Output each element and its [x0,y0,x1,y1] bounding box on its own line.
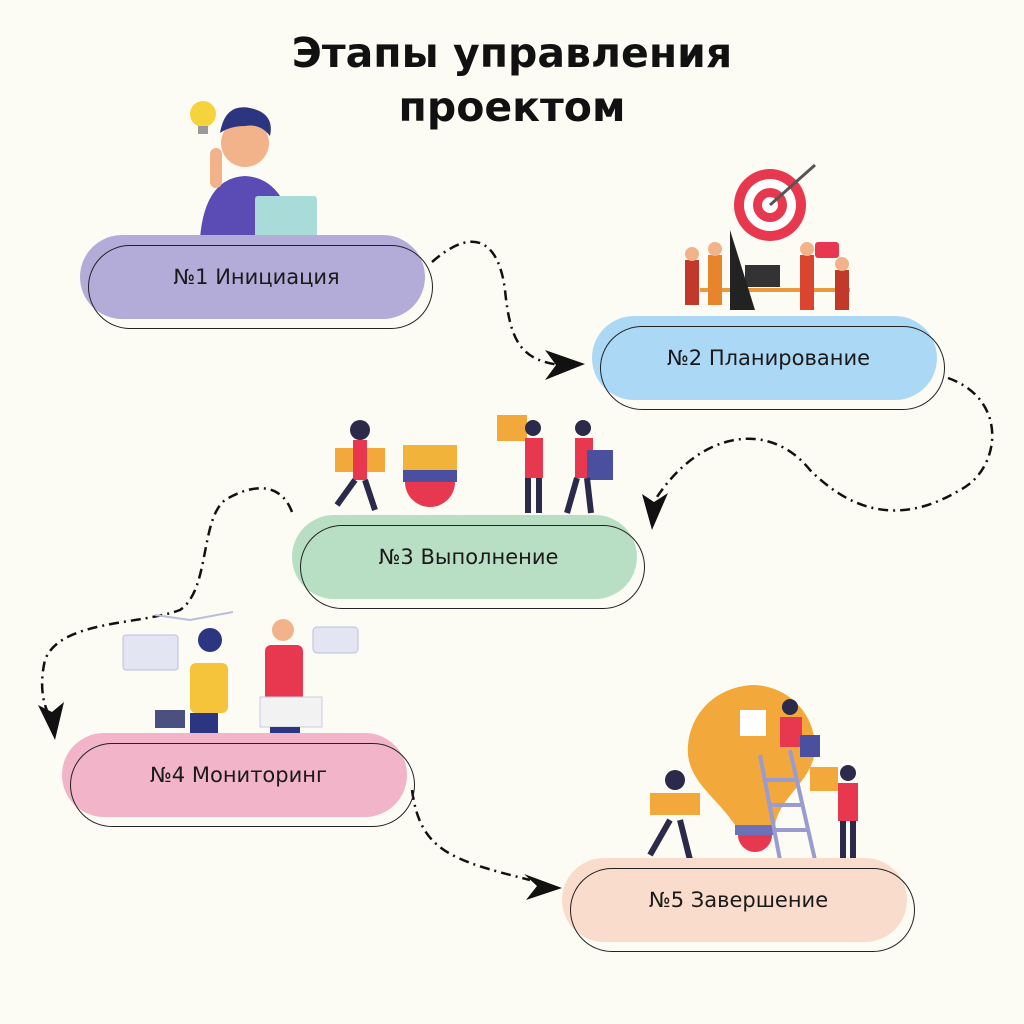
stage-label: №4 Мониторинг [149,763,328,787]
stage-initiation: №1 Инициация [80,235,433,329]
person-with-idea-illustration [184,101,329,244]
title-line-2: проектом [398,83,626,131]
arrowhead-icon [545,350,585,380]
connector-3-4 [40,487,294,721]
stage-pill-outline [70,743,415,827]
stage-pill-outline [570,868,915,952]
arrowhead-icon [642,493,668,530]
laptop-icon [255,196,317,238]
lightbulb-icon [190,101,216,127]
speech-bubble-icon [815,242,839,258]
arrowhead-icon [524,874,562,900]
connector-4-5 [410,789,531,882]
stage-monitoring: №4 Мониторинг [62,733,415,827]
connector-1-2 [431,240,561,367]
stage-pill-fill [592,316,937,400]
stage-execution: №3 Выполнение [292,515,645,609]
page-title: Этапы управления проектом [0,26,1024,134]
dashboard-panel-icon [122,634,179,671]
stage-pill-outline [88,245,433,329]
stage-pill-fill [562,858,907,942]
stage-pill-outline [300,525,645,609]
completion-team-illustration [647,685,858,863]
execution-team-illustration [334,415,613,514]
stage-planning: №2 Планирование [592,316,945,410]
stage-pill-fill [292,515,637,599]
stage-completion: №5 Завершение [562,858,915,952]
monitoring-team-illustration [122,611,359,740]
title-line-1: Этапы управления [291,29,733,77]
stage-pill-outline [600,326,945,410]
planning-team-illustration [685,163,850,310]
stage-label: №5 Завершение [648,888,829,912]
laptop-icon [155,710,185,728]
report-screen-icon [259,696,323,728]
connector-2-3 [653,376,994,512]
stage-pill-fill [62,733,407,817]
arrowhead-icon [38,702,64,740]
stage-pill-fill [80,235,425,319]
stage-label: №3 Выполнение [378,545,559,569]
stage-label: №2 Планирование [666,346,871,370]
stage-label: №1 Инициация [173,265,340,289]
